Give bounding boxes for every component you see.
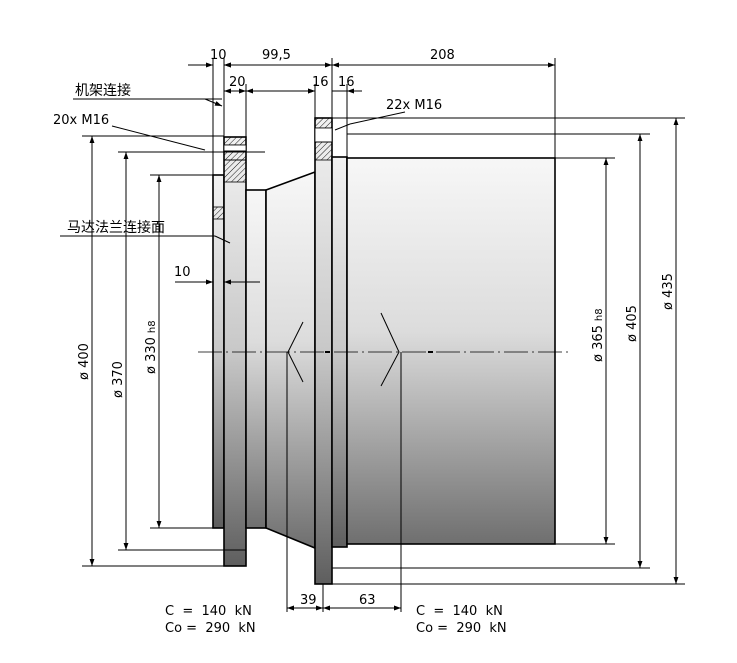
dim-dia-435: ø 435 <box>661 273 676 310</box>
dim-63: 63 <box>359 593 376 608</box>
dim-20: 20 <box>229 75 246 90</box>
main-drum <box>346 157 556 545</box>
dim-10-mid: 10 <box>174 265 191 280</box>
motor-flange-hatch <box>212 206 225 220</box>
label-bolts-right: 22x M16 <box>386 98 442 113</box>
motor-plate <box>212 174 225 529</box>
label-frame-connection: 机架连接 <box>75 82 131 99</box>
frame-flange-left <box>223 136 247 567</box>
taper-section <box>265 170 316 550</box>
load-left-co: Co = 290 kN <box>165 621 256 636</box>
load-right-co: Co = 290 kN <box>416 621 507 636</box>
dim-16-b: 16 <box>338 75 355 90</box>
dim-39: 39 <box>300 593 317 608</box>
leader-lines <box>60 98 406 244</box>
center-marks <box>198 312 570 612</box>
bolt-hole-left <box>223 136 247 146</box>
dim-dia-370: ø 370 <box>111 361 126 398</box>
frame-flange-left-hatch <box>223 159 247 183</box>
housing <box>212 117 556 585</box>
dimension-labels: 10 99,5 208 20 16 16 10 39 63 ø 400 ø 37… <box>77 48 676 608</box>
label-motor-flange-face: 马达法兰连接面 <box>67 219 165 236</box>
dim-16-a: 16 <box>312 75 329 90</box>
bolt-hole-right <box>314 117 333 129</box>
dim-10-top: 10 <box>210 48 227 63</box>
load-left-c: C = 140 kN <box>165 604 252 619</box>
dim-dia-405: ø 405 <box>625 305 640 342</box>
callout-labels: 机架连接 20x M16 22x M16 马达法兰连接面 <box>53 82 442 236</box>
load-ratings: C = 140 kN Co = 290 kN C = 140 kN Co = 2… <box>165 604 507 636</box>
dim-208: 208 <box>430 48 455 63</box>
dim-dia-400: ø 400 <box>77 343 92 380</box>
inner-cylinder <box>245 189 267 529</box>
dim-dia-330: ø 330h8 <box>144 320 159 374</box>
label-bolts-left: 20x M16 <box>53 113 109 128</box>
dim-99-5: 99,5 <box>262 48 291 63</box>
dim-dia-365: ø 365h8 <box>591 308 606 362</box>
load-right-c: C = 140 kN <box>416 604 503 619</box>
dimension-lines <box>89 62 679 612</box>
